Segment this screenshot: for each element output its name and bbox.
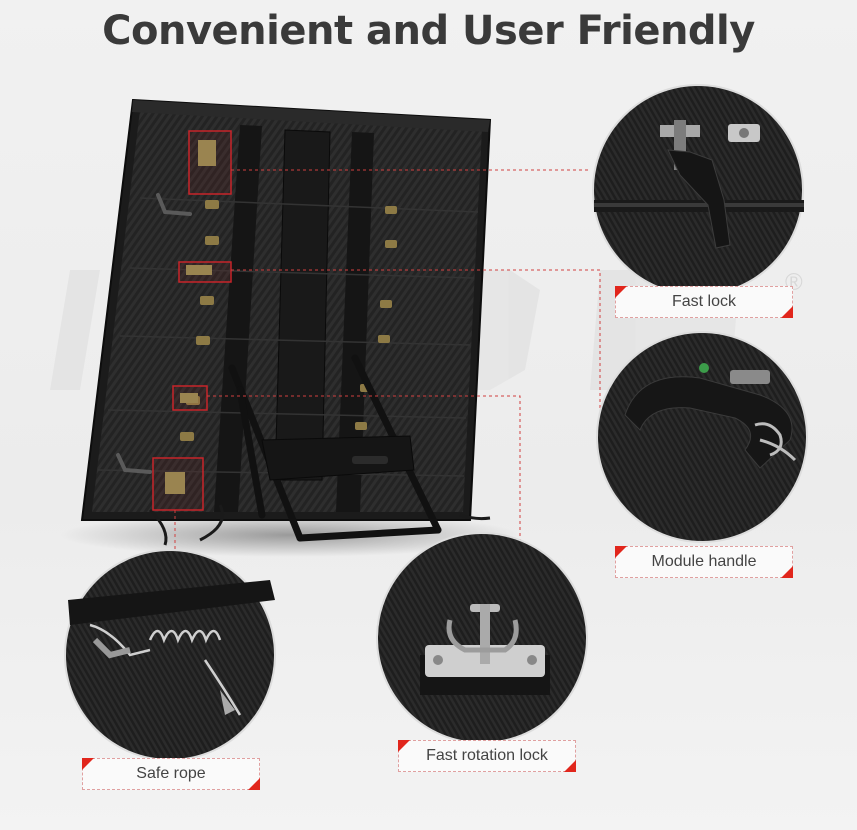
rotation-lock-closeup-icon	[376, 532, 588, 744]
label-fast-lock-text: Fast lock	[671, 293, 736, 310]
module-handle-closeup-icon	[596, 331, 808, 543]
label-fast-lock: Fast lock	[615, 286, 793, 318]
label-safe-rope-text: Safe rope	[136, 765, 206, 782]
label-module-handle-text: Module handle	[651, 553, 757, 570]
safe-rope-closeup-icon	[64, 549, 276, 761]
label-fast-rotation-lock-text: Fast rotation lock	[426, 747, 548, 764]
label-safe-rope: Safe rope	[82, 758, 260, 790]
led-cabinet	[80, 98, 492, 546]
page-title: Convenient and User Friendly	[102, 8, 755, 54]
fast-lock-closeup-icon	[592, 84, 804, 296]
label-fast-rotation-lock: Fast rotation lock	[398, 740, 576, 772]
label-module-handle: Module handle	[615, 546, 793, 578]
